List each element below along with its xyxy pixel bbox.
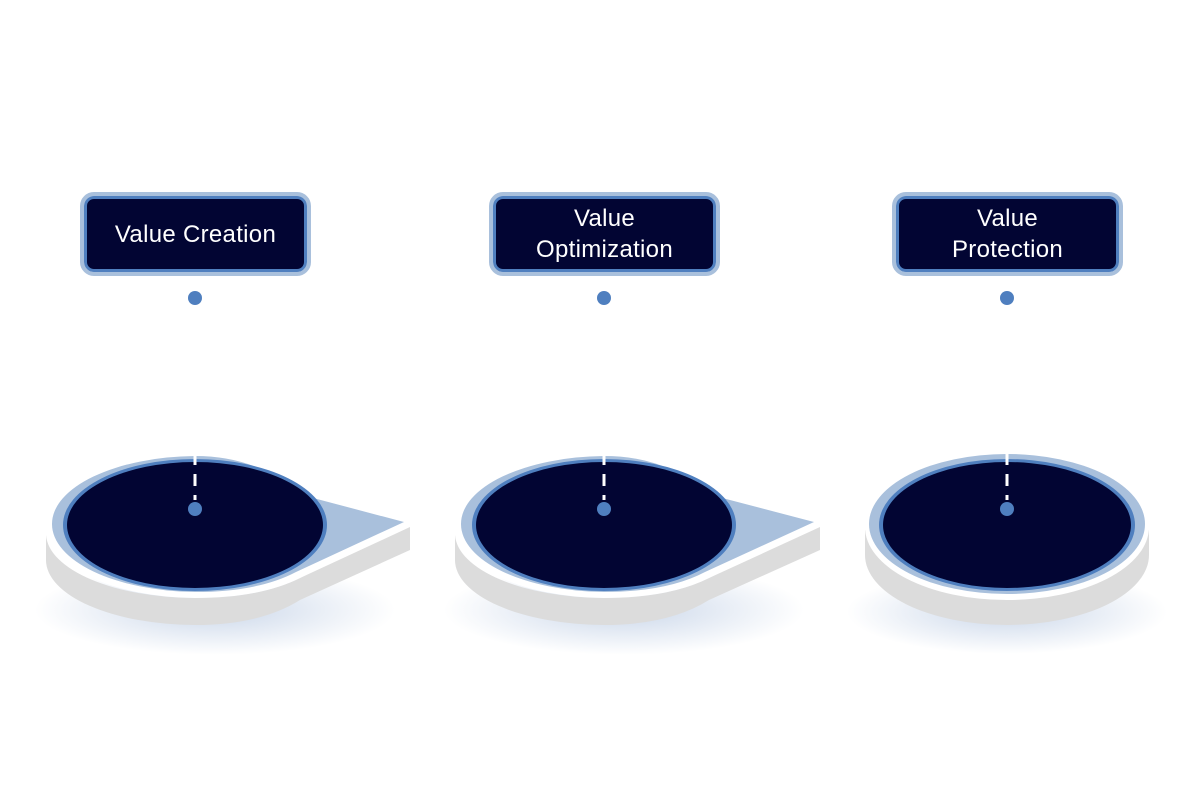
- center-dot: [1000, 502, 1014, 516]
- disc-face: [883, 462, 1131, 588]
- stage-disc-value-protection: [847, 453, 1167, 654]
- stage-disc-value-creation: [35, 453, 410, 655]
- disc-base: [455, 527, 820, 625]
- connector-dot: [188, 291, 202, 305]
- stage-label-value-creation: Value Creation: [80, 192, 311, 276]
- stage-label-text: Value Protection: [951, 205, 1064, 263]
- center-dot: [188, 502, 202, 516]
- disc-face: [67, 462, 323, 588]
- disc-face: [476, 462, 732, 588]
- connector-dot: [1000, 291, 1014, 305]
- stage-label-value-protection: Value Protection: [892, 192, 1123, 276]
- stage-label-value-optimization: Value Optimization: [489, 192, 720, 276]
- stage-label-text: Value Optimization: [536, 205, 673, 263]
- stage-label-text: Value Creation: [114, 220, 277, 248]
- stage-disc-value-optimization: [444, 453, 820, 655]
- center-dot: [597, 502, 611, 516]
- connector-dot: [597, 291, 611, 305]
- disc-base: [46, 527, 410, 625]
